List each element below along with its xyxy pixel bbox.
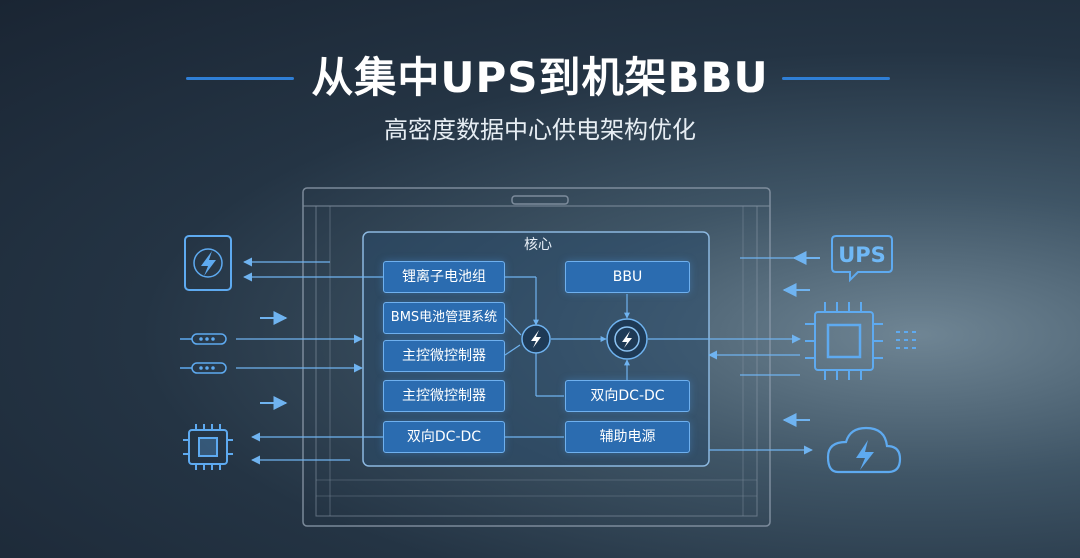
main-mcu-box-1: 主控微控制器 xyxy=(383,340,505,372)
battery-pack-box: 锂离子电池组 xyxy=(383,261,505,293)
bbu-box: BBU xyxy=(565,261,690,293)
cloud-power-icon xyxy=(826,426,902,474)
title-left-line xyxy=(186,77,294,80)
small-power-node-icon xyxy=(521,324,551,354)
left-connections xyxy=(236,257,383,465)
bms-box: BMS电池管理系统 xyxy=(383,302,505,334)
right-short-arrows xyxy=(782,251,820,427)
page-subtitle: 高密度数据中心供电架构优化 xyxy=(384,116,696,144)
signal-dots-icon xyxy=(896,331,916,349)
chip-icon xyxy=(183,424,233,470)
right-connections xyxy=(708,257,813,455)
connector-icon-2 xyxy=(180,362,227,374)
bidirectional-dcdc-box-left: 双向DC-DC xyxy=(383,421,505,453)
central-power-node-icon xyxy=(606,318,648,360)
connector-icon-1 xyxy=(180,333,227,345)
ups-label: UPS xyxy=(838,243,886,267)
power-panel-icon xyxy=(184,235,232,291)
core-flow-lines xyxy=(504,276,709,438)
page-title: 从集中UPS到机架BBU xyxy=(311,53,769,102)
cpu-chip-icon xyxy=(805,302,883,380)
aux-power-box: 辅助电源 xyxy=(565,421,690,453)
left-short-arrows xyxy=(260,311,288,410)
main-mcu-box-2: 主控微控制器 xyxy=(383,380,505,412)
bidirectional-dcdc-box-right: 双向DC-DC xyxy=(565,380,690,412)
core-title: 核心 xyxy=(524,237,552,253)
title-right-line xyxy=(782,77,890,80)
ups-speech-icon xyxy=(831,235,893,283)
title-row: 从集中UPS到机架BBU xyxy=(0,52,1080,104)
